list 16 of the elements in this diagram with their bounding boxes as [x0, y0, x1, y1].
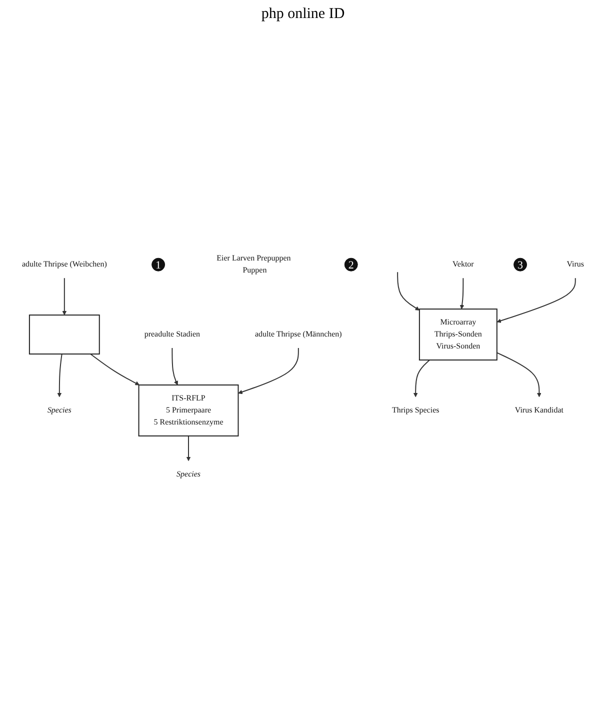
arrow [460, 278, 464, 310]
arrow [57, 354, 62, 398]
arrow [496, 278, 576, 323]
arrow [496, 352, 542, 398]
node-circle: 1 [152, 258, 166, 272]
note-text: php online ID [261, 6, 345, 23]
arrow [62, 278, 67, 316]
node-circle: 3 [514, 258, 528, 272]
arrow [397, 272, 420, 310]
arrow [238, 348, 299, 394]
arrow [90, 354, 140, 386]
node-box [28, 314, 100, 354]
arrow [186, 435, 191, 462]
arrow [172, 348, 178, 386]
arrow [413, 360, 430, 398]
node-circle: 2 [344, 258, 358, 272]
